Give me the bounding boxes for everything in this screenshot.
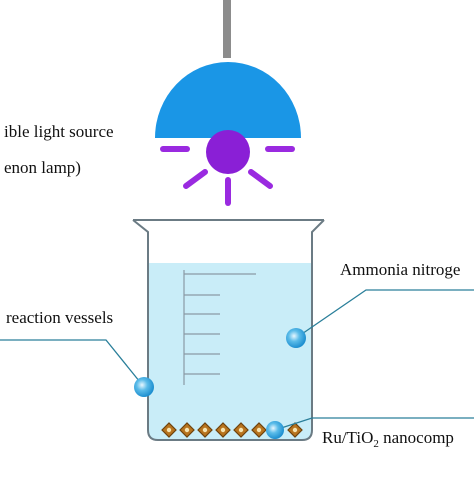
ammonia-label: Ammonia nitroge: [340, 260, 460, 279]
reaction-vessels-label: reaction vessels: [6, 308, 113, 327]
leader-lines: [0, 289, 474, 431]
catalyst-leader: [274, 417, 474, 431]
lamp-shade: [155, 62, 301, 138]
catalyst-label: Ru/TiO2 nanocomp: [322, 428, 454, 450]
lamp-bulb: [206, 130, 250, 174]
bubble-icon: [134, 377, 154, 397]
ray-down-left: [183, 169, 208, 189]
bubble-icon: [266, 421, 284, 439]
light-source-label: ible light source: [4, 122, 114, 141]
lamp-type-label: enon lamp): [4, 158, 81, 177]
light-rays: [160, 146, 295, 206]
ray-down-right: [248, 169, 273, 189]
beaker-liquid: [148, 263, 312, 440]
ammonia-leader: [295, 289, 474, 339]
vessel-leader: [0, 339, 145, 388]
graduation-marks: [183, 270, 256, 385]
bubble-icon: [286, 328, 306, 348]
lamp-cord: [223, 0, 231, 58]
beaker-outline: [132, 219, 325, 441]
